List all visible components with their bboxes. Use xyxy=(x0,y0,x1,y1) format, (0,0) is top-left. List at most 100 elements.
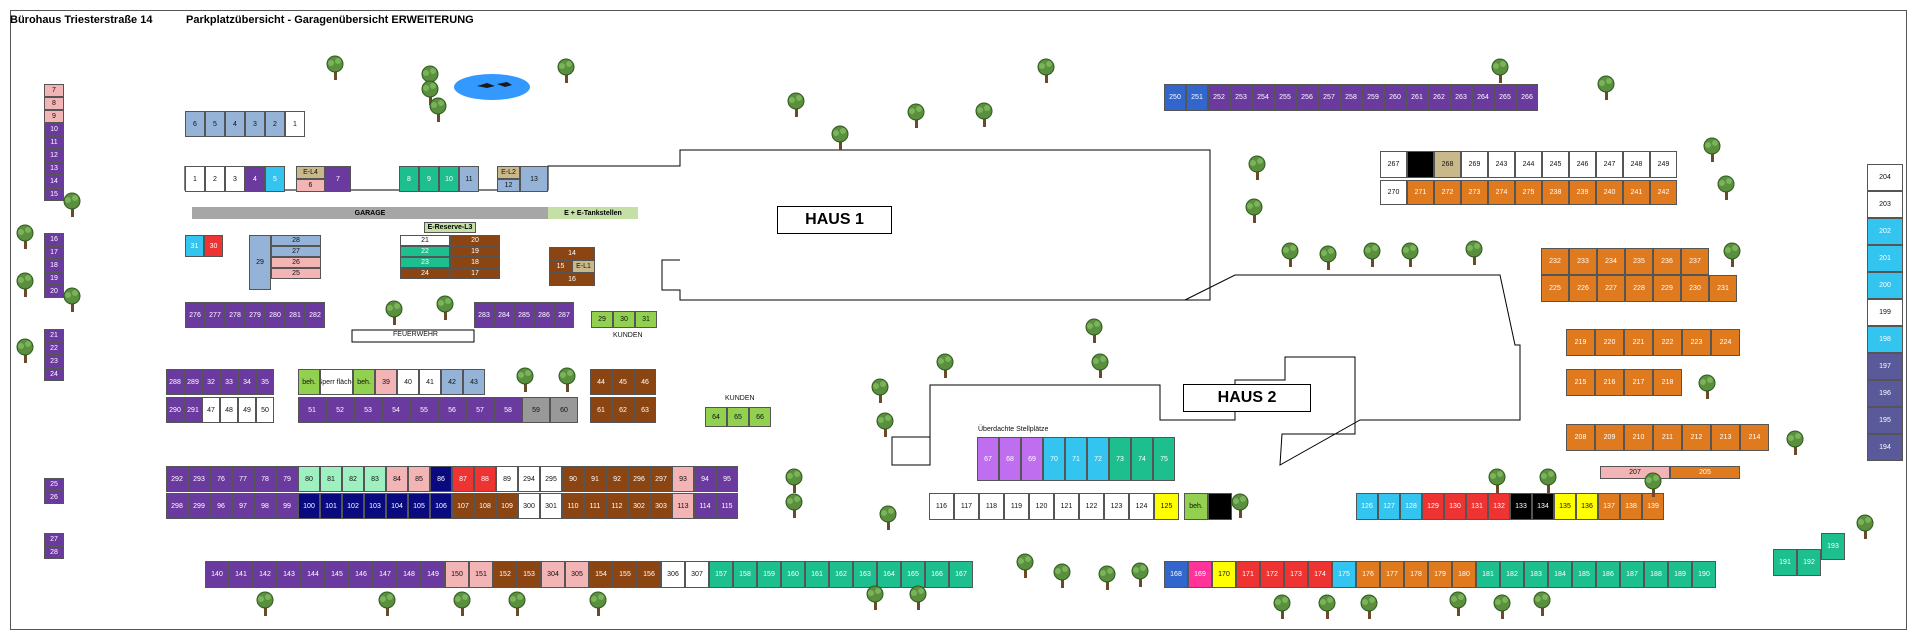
parking-spot[interactable]: 9 xyxy=(419,166,439,192)
parking-spot[interactable]: 17 xyxy=(44,246,64,259)
parking-spot[interactable]: 246 xyxy=(1569,151,1596,178)
parking-spot[interactable]: 86 xyxy=(430,466,452,492)
parking-spot[interactable]: 109 xyxy=(496,493,518,519)
parking-spot[interactable]: 14 xyxy=(44,175,64,188)
parking-spot[interactable]: 196 xyxy=(1867,380,1903,407)
parking-spot[interactable]: 126 xyxy=(1356,493,1378,520)
parking-spot[interactable]: 73 xyxy=(1109,437,1131,481)
parking-spot[interactable]: 21 xyxy=(400,235,450,246)
parking-spot[interactable]: 263 xyxy=(1450,84,1472,111)
parking-spot[interactable]: 178 xyxy=(1404,561,1428,588)
parking-spot[interactable]: 189 xyxy=(1668,561,1692,588)
parking-spot[interactable]: 1 xyxy=(285,111,305,137)
parking-spot[interactable]: 123 xyxy=(1104,493,1129,520)
parking-spot[interactable]: 97 xyxy=(232,493,254,519)
parking-spot[interactable]: 242 xyxy=(1650,180,1677,205)
parking-spot[interactable]: 245 xyxy=(1542,151,1569,178)
parking-spot[interactable]: 262 xyxy=(1428,84,1450,111)
parking-spot[interactable]: 238 xyxy=(1542,180,1569,205)
parking-spot[interactable]: 185 xyxy=(1572,561,1596,588)
parking-spot[interactable]: 251 xyxy=(1186,84,1208,111)
parking-spot[interactable]: 159 xyxy=(757,561,781,588)
parking-spot[interactable]: 181 xyxy=(1476,561,1500,588)
parking-spot[interactable]: 41 xyxy=(419,369,441,395)
parking-spot[interactable]: 294 xyxy=(518,466,540,492)
parking-spot[interactable]: 20 xyxy=(450,235,500,246)
parking-spot[interactable]: 240 xyxy=(1596,180,1623,205)
parking-spot[interactable]: 9 xyxy=(44,110,64,123)
parking-spot[interactable] xyxy=(1208,493,1232,520)
parking-spot[interactable]: 10 xyxy=(439,166,459,192)
parking-spot[interactable]: 266 xyxy=(1516,84,1538,111)
parking-spot[interactable]: 96 xyxy=(210,493,232,519)
parking-spot[interactable]: beh. xyxy=(353,369,375,395)
parking-spot[interactable]: 39 xyxy=(375,369,397,395)
parking-spot[interactable]: 285 xyxy=(514,302,534,328)
parking-spot[interactable]: 161 xyxy=(805,561,829,588)
parking-spot[interactable]: 270 xyxy=(1380,180,1407,205)
parking-spot[interactable]: 18 xyxy=(44,259,64,272)
parking-spot[interactable]: 255 xyxy=(1274,84,1296,111)
parking-spot[interactable]: 115 xyxy=(716,493,738,519)
parking-spot[interactable]: 15 xyxy=(549,260,572,273)
parking-spot[interactable]: 55 xyxy=(410,397,438,423)
parking-spot[interactable]: 57 xyxy=(466,397,494,423)
parking-spot[interactable]: 228 xyxy=(1625,275,1653,302)
parking-spot[interactable]: 202 xyxy=(1867,218,1903,245)
parking-spot[interactable]: 248 xyxy=(1623,151,1650,178)
parking-spot[interactable]: 260 xyxy=(1384,84,1406,111)
parking-spot[interactable]: 105 xyxy=(408,493,430,519)
parking-spot[interactable]: 261 xyxy=(1406,84,1428,111)
parking-spot[interactable]: 147 xyxy=(373,561,397,588)
parking-spot[interactable]: 225 xyxy=(1541,275,1569,302)
parking-spot[interactable]: 200 xyxy=(1867,272,1903,299)
parking-spot[interactable]: 100 xyxy=(298,493,320,519)
parking-spot[interactable]: 19 xyxy=(44,272,64,285)
parking-spot[interactable]: 19 xyxy=(450,246,500,257)
parking-spot[interactable]: 210 xyxy=(1624,424,1653,451)
parking-spot[interactable]: 107 xyxy=(452,493,474,519)
parking-spot[interactable]: 120 xyxy=(1029,493,1054,520)
parking-spot[interactable]: 53 xyxy=(354,397,382,423)
parking-spot[interactable]: 61 xyxy=(590,397,612,423)
parking-spot[interactable]: 169 xyxy=(1188,561,1212,588)
parking-spot[interactable]: 174 xyxy=(1308,561,1332,588)
parking-spot[interactable]: 152 xyxy=(493,561,517,588)
parking-spot[interactable]: 250 xyxy=(1164,84,1186,111)
parking-spot[interactable]: 7 xyxy=(44,84,64,97)
parking-spot[interactable]: 94 xyxy=(694,466,716,492)
parking-spot[interactable]: 231 xyxy=(1709,275,1737,302)
parking-spot[interactable]: 23 xyxy=(44,355,64,368)
parking-spot[interactable]: 111 xyxy=(584,493,606,519)
parking-spot[interactable]: 249 xyxy=(1650,151,1677,178)
parking-spot[interactable]: 42 xyxy=(441,369,463,395)
parking-spot[interactable]: 92 xyxy=(606,466,628,492)
parking-spot[interactable]: E-L1 xyxy=(572,260,595,273)
parking-spot[interactable]: 68 xyxy=(999,437,1021,481)
parking-spot[interactable]: 216 xyxy=(1595,369,1624,396)
parking-spot[interactable]: 205 xyxy=(1670,466,1740,479)
parking-spot[interactable]: 75 xyxy=(1153,437,1175,481)
parking-spot[interactable]: 256 xyxy=(1296,84,1318,111)
parking-spot[interactable]: 164 xyxy=(877,561,901,588)
parking-spot[interactable]: 11 xyxy=(459,166,479,192)
parking-spot[interactable]: 102 xyxy=(342,493,364,519)
parking-spot[interactable]: 64 xyxy=(705,407,727,427)
parking-spot[interactable]: 60 xyxy=(550,397,578,423)
parking-spot[interactable]: 193 xyxy=(1821,533,1845,560)
parking-spot[interactable]: 54 xyxy=(382,397,410,423)
parking-spot[interactable]: 44 xyxy=(590,369,612,395)
parking-spot[interactable]: 22 xyxy=(400,246,450,257)
parking-spot[interactable]: 236 xyxy=(1653,248,1681,275)
parking-spot[interactable]: 103 xyxy=(364,493,386,519)
parking-spot[interactable]: 188 xyxy=(1644,561,1668,588)
parking-spot[interactable]: 23 xyxy=(400,257,450,268)
parking-spot[interactable]: 140 xyxy=(205,561,229,588)
parking-spot[interactable]: 184 xyxy=(1548,561,1572,588)
parking-spot[interactable]: 265 xyxy=(1494,84,1516,111)
parking-spot[interactable]: 67 xyxy=(977,437,999,481)
parking-spot[interactable]: 5 xyxy=(265,166,285,192)
parking-spot[interactable]: 24 xyxy=(44,368,64,381)
parking-spot[interactable]: 128 xyxy=(1400,493,1422,520)
parking-spot[interactable]: 154 xyxy=(589,561,613,588)
